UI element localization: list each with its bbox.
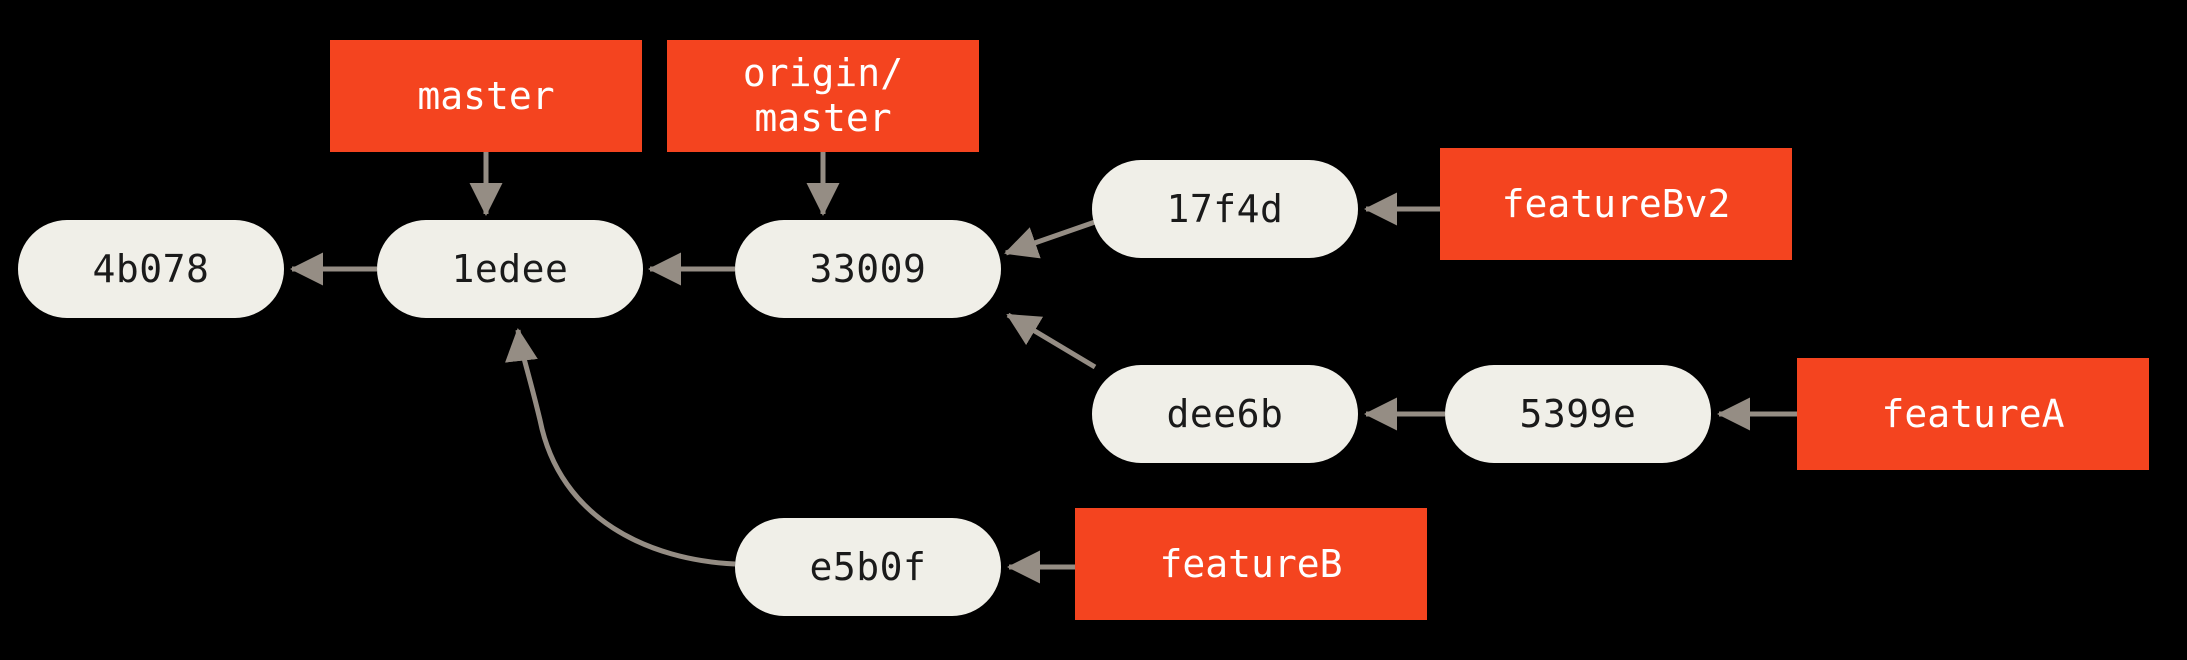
branch-label-text: master [417, 73, 555, 118]
commit-node-label: 33009 [809, 247, 927, 291]
commit-node-33009[interactable]: 33009 [735, 220, 1001, 318]
commit-node-label: 1edee [451, 247, 569, 291]
branch-label-text: featureA [1881, 391, 2065, 436]
commit-node-label: 5399e [1519, 392, 1637, 436]
commit-node-4b078[interactable]: 4b078 [18, 220, 284, 318]
commit-node-1edee[interactable]: 1edee [377, 220, 643, 318]
commit-node-e5b0f[interactable]: e5b0f [735, 518, 1001, 616]
commit-node-17f4d[interactable]: 17f4d [1092, 160, 1358, 258]
branch-label-master[interactable]: master [330, 40, 642, 152]
branch-label-origin-master[interactable]: origin/ master [667, 40, 979, 152]
commit-node-5399e[interactable]: 5399e [1445, 365, 1711, 463]
commit-node-label: 4b078 [92, 247, 210, 291]
commit-node-label: 17f4d [1166, 187, 1284, 231]
branch-label-featureA[interactable]: featureA [1797, 358, 2149, 470]
commit-node-label: e5b0f [809, 545, 927, 589]
edge-17f4d-to-33009 [1004, 219, 1096, 259]
edge-e5b0f-to-1edee [505, 328, 736, 567]
branch-label-featureB[interactable]: featureB [1075, 508, 1427, 620]
edge-dee6b-to-33009 [1006, 312, 1097, 370]
branch-label-text: featureBv2 [1501, 181, 1731, 226]
commit-node-label: dee6b [1166, 392, 1284, 436]
branch-label-text: featureB [1159, 541, 1343, 586]
commit-node-dee6b[interactable]: dee6b [1092, 365, 1358, 463]
branch-label-featureBv2[interactable]: featureBv2 [1440, 148, 1792, 260]
branch-label-text: origin/ master [742, 51, 904, 140]
